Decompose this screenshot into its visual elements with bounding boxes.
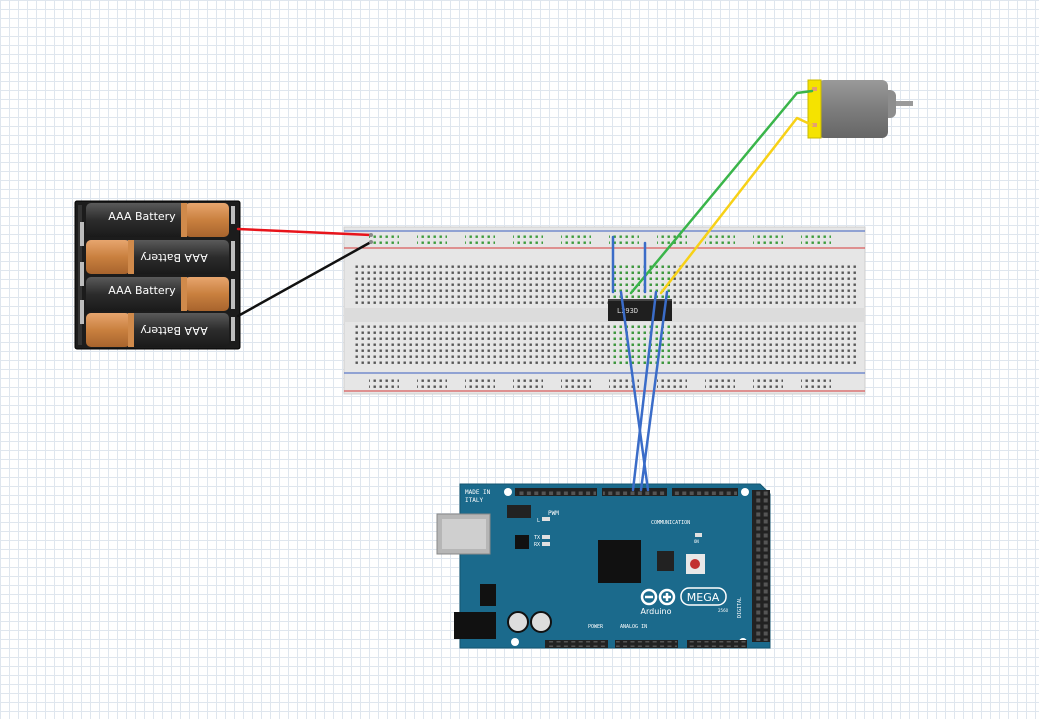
- communication-label: COMMUNICATION: [651, 520, 690, 526]
- on-label: ON: [694, 539, 699, 544]
- led-rx-label: RX: [534, 542, 540, 548]
- terminal-strip-top: [354, 262, 858, 304]
- power-jack: [454, 612, 496, 639]
- wire-endpoints: [369, 233, 373, 244]
- model-label: MEGA: [687, 591, 720, 604]
- year-label: 2560: [718, 608, 729, 613]
- top-power-rail: [369, 234, 831, 246]
- center-channel: [344, 308, 865, 322]
- italy-label: ITALY: [465, 497, 483, 504]
- led-l: [542, 517, 550, 521]
- icsp-header-2: [657, 551, 674, 571]
- led-l-label: L: [537, 518, 540, 524]
- chip-label: L293D: [617, 307, 638, 315]
- battery-label: AAA Battery: [140, 251, 208, 264]
- wire-green[interactable]: [629, 89, 814, 295]
- led-tx: [542, 535, 550, 539]
- brand-label: Arduino: [641, 607, 672, 616]
- breadboard[interactable]: L293D: [343, 226, 866, 395]
- battery-cell: AAA Battery: [86, 203, 229, 237]
- motor-shaft: [895, 101, 913, 106]
- wire-blue[interactable]: [619, 290, 650, 492]
- battery-terminal: [80, 206, 235, 341]
- wire-yellow[interactable]: [659, 116, 814, 295]
- mounting-hole: [504, 488, 512, 496]
- battery-cell: AAA Battery: [86, 277, 229, 311]
- microcontroller-chip: [598, 540, 641, 583]
- dc-motor[interactable]: [807, 79, 913, 139]
- icsp-header: [507, 505, 531, 518]
- wire-black[interactable]: [236, 240, 373, 318]
- terminal-strip-bottom: [354, 322, 858, 364]
- pwm-label: PWM: [548, 510, 559, 517]
- led-on: [695, 533, 702, 537]
- mounting-hole: [511, 638, 519, 646]
- battery-cell: AAA Battery: [86, 313, 229, 347]
- arduino-logo-icon: [640, 588, 676, 606]
- battery-cell: AAA Battery: [86, 240, 229, 274]
- capacitor: [530, 611, 552, 633]
- analog-in-label: ANALOG IN: [620, 624, 647, 630]
- usb-chip: [515, 535, 529, 549]
- bottom-power-rail: [369, 377, 831, 389]
- battery-label: AAA Battery: [108, 284, 176, 297]
- mounting-hole: [741, 488, 749, 496]
- battery-label: AAA Battery: [140, 324, 208, 337]
- battery-label: AAA Battery: [108, 210, 176, 223]
- motor-body: [818, 80, 888, 138]
- battery-pack[interactable]: AAA Battery AAA Battery AAA Battery AAA …: [74, 200, 241, 350]
- digital-label: DIGITAL: [737, 597, 743, 618]
- led-rx: [542, 542, 550, 546]
- led-tx-label: TX: [534, 535, 540, 541]
- power-label: POWER: [588, 624, 604, 630]
- made-in-label: MADE IN: [465, 489, 491, 496]
- mega-badge: [680, 587, 727, 606]
- arduino-mega-board[interactable]: MEGA Arduino 2560 MADE IN ITALY PWM COMM…: [436, 483, 771, 649]
- wire-red[interactable]: [236, 227, 373, 237]
- voltage-regulator: [480, 584, 496, 606]
- wire-blue[interactable]: [631, 290, 658, 492]
- wire-blue[interactable]: [639, 290, 669, 492]
- capacitor: [507, 611, 529, 633]
